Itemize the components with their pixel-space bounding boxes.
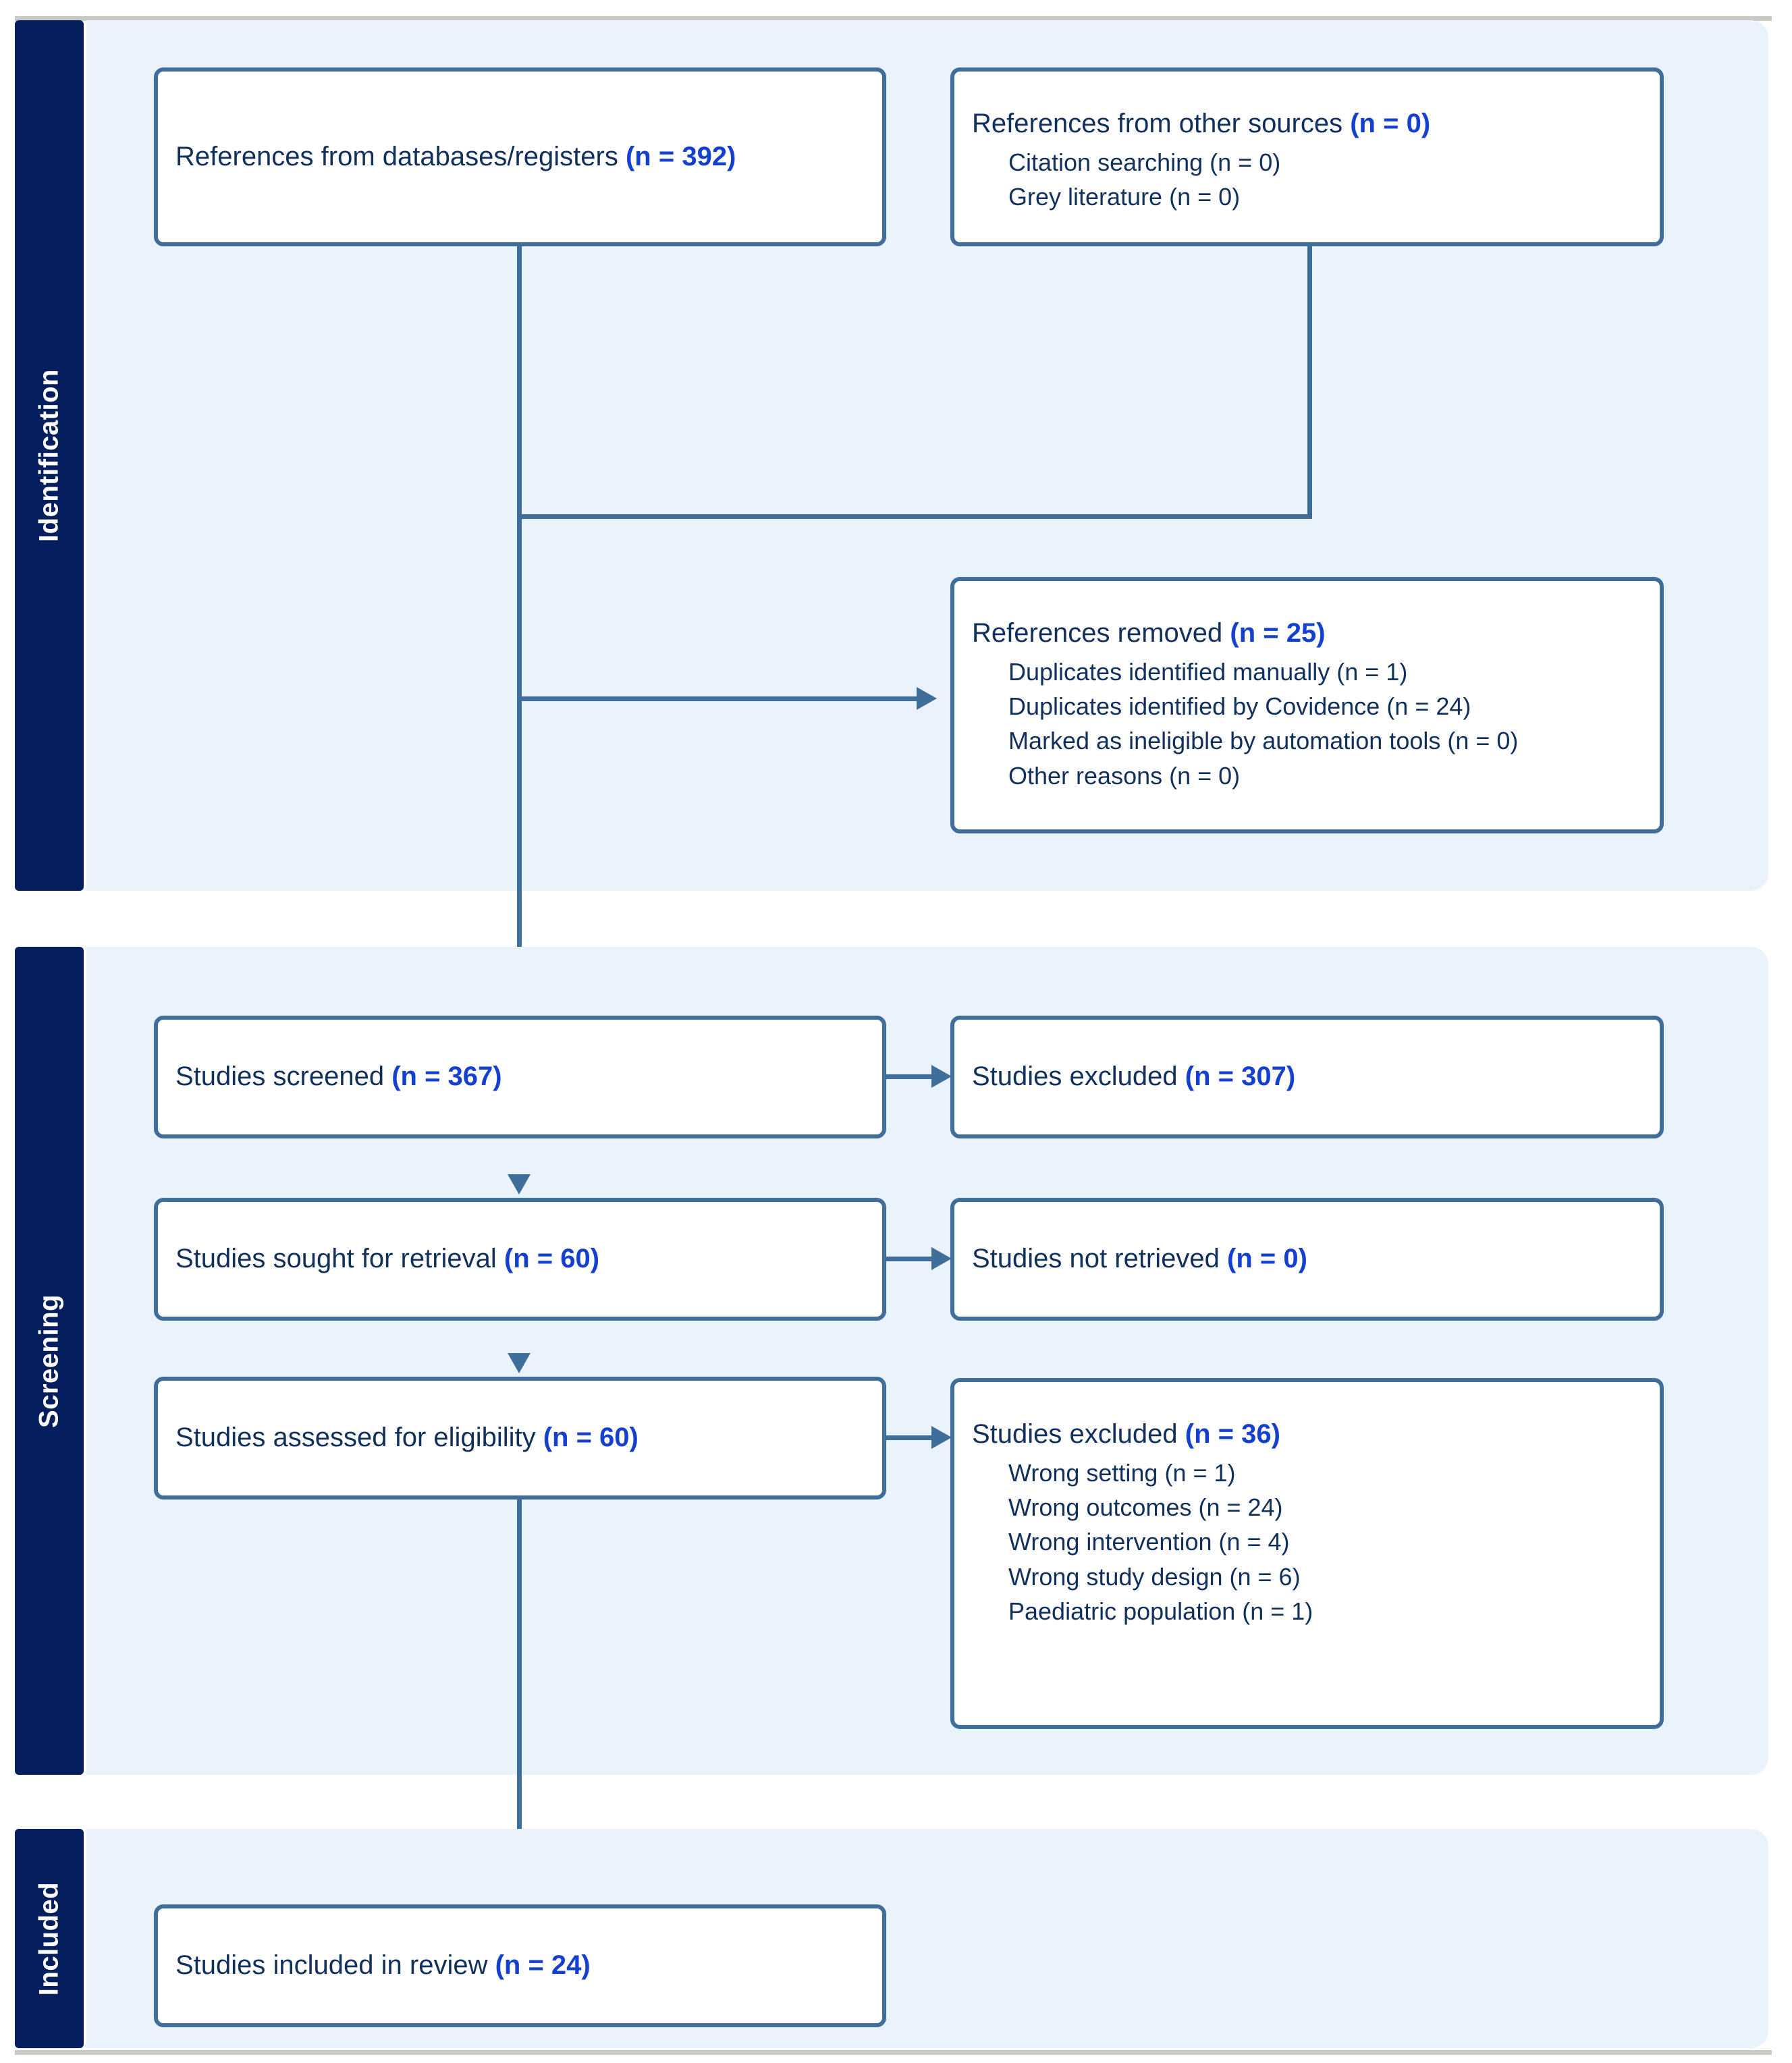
box-references-removed-label: References removed bbox=[972, 618, 1230, 648]
arrow-screened-to-sought bbox=[508, 1174, 531, 1194]
box-studies-sought-count: (n = 60) bbox=[504, 1244, 600, 1274]
arrow-assessed-to-excluded bbox=[931, 1426, 952, 1449]
connector-assessed-to-excluded bbox=[886, 1435, 933, 1440]
box-studies-excluded-screening: Studies excluded (n = 307) bbox=[950, 1016, 1664, 1138]
connector-merge-horizontal bbox=[517, 514, 1312, 519]
box-studies-screened-label: Studies screened bbox=[175, 1062, 392, 1092]
connector-sought-to-not-retrieved bbox=[886, 1257, 933, 1261]
box-studies-excluded-eligibility: Studies excluded (n = 36) Wrong setting … bbox=[950, 1378, 1664, 1729]
box-studies-assessed: Studies assessed for eligibility (n = 60… bbox=[154, 1377, 886, 1500]
box-studies-excluded-eligibility-list: Wrong setting (n = 1) Wrong outcomes (n … bbox=[972, 1456, 1642, 1628]
list-item: Marked as ineligible by automation tools… bbox=[1008, 727, 1519, 755]
box-references-removed-count: (n = 25) bbox=[1230, 618, 1326, 648]
stage-label-identification-text: Identification bbox=[34, 369, 64, 542]
box-studies-assessed-count: (n = 60) bbox=[543, 1423, 639, 1453]
box-studies-screened-title: Studies screened (n = 367) bbox=[175, 1060, 865, 1094]
list-item: Wrong setting (n = 1) bbox=[1008, 1459, 1236, 1487]
box-references-removed-list: Duplicates identified manually (n = 1) D… bbox=[972, 655, 1642, 792]
box-studies-excluded-eligibility-label: Studies excluded bbox=[972, 1419, 1185, 1449]
list-item: Citation searching (n = 0) bbox=[1008, 148, 1281, 177]
box-references-removed-title: References removed (n = 25) bbox=[972, 616, 1642, 651]
box-studies-screened-count: (n = 367) bbox=[391, 1062, 502, 1092]
box-studies-excluded-eligibility-count: (n = 36) bbox=[1185, 1419, 1280, 1449]
list-item: Wrong study design (n = 6) bbox=[1008, 1562, 1301, 1591]
box-references-other-sources-list: Citation searching (n = 0) Grey literatu… bbox=[972, 145, 1642, 214]
box-studies-excluded-eligibility-title: Studies excluded (n = 36) bbox=[972, 1417, 1642, 1452]
box-studies-included: Studies included in review (n = 24) bbox=[154, 1904, 886, 2027]
top-divider-rule bbox=[15, 16, 1772, 21]
connector-other-sources-down bbox=[1307, 246, 1312, 516]
list-item: Paediatric population (n = 1) bbox=[1008, 1597, 1313, 1625]
list-item: Duplicates identified manually (n = 1) bbox=[1008, 658, 1408, 686]
box-studies-excluded-screening-title: Studies excluded (n = 307) bbox=[972, 1060, 1642, 1094]
connector-assessed-to-included bbox=[517, 1500, 522, 1904]
box-studies-sought-title: Studies sought for retrieval (n = 60) bbox=[175, 1242, 865, 1276]
box-studies-not-retrieved-title: Studies not retrieved (n = 0) bbox=[972, 1242, 1642, 1276]
stage-label-screening: Screening bbox=[15, 947, 84, 1775]
box-references-databases-label: References from databases/registers bbox=[175, 141, 626, 171]
box-references-databases-count: (n = 392) bbox=[625, 141, 736, 171]
box-references-other-sources: References from other sources (n = 0) Ci… bbox=[950, 67, 1664, 246]
box-references-other-sources-title: References from other sources (n = 0) bbox=[972, 107, 1642, 141]
box-studies-included-label: Studies included in review bbox=[175, 1950, 495, 1981]
box-studies-not-retrieved: Studies not retrieved (n = 0) bbox=[950, 1198, 1664, 1321]
box-studies-included-title: Studies included in review (n = 24) bbox=[175, 1948, 865, 1983]
connector-identification-down bbox=[517, 246, 522, 1026]
box-studies-sought: Studies sought for retrieval (n = 60) bbox=[154, 1198, 886, 1321]
list-item: Grey literature (n = 0) bbox=[1008, 183, 1241, 211]
box-references-other-sources-label: References from other sources bbox=[972, 109, 1351, 138]
stage-label-identification: Identification bbox=[15, 20, 84, 891]
box-studies-not-retrieved-label: Studies not retrieved bbox=[972, 1244, 1227, 1274]
box-references-other-sources-count: (n = 0) bbox=[1350, 109, 1431, 138]
box-studies-not-retrieved-count: (n = 0) bbox=[1227, 1244, 1307, 1274]
arrow-screened-to-excluded bbox=[931, 1065, 952, 1088]
list-item: Wrong outcomes (n = 24) bbox=[1008, 1493, 1283, 1522]
box-references-databases: References from databases/registers (n =… bbox=[154, 67, 886, 246]
box-studies-sought-label: Studies sought for retrieval bbox=[175, 1244, 504, 1274]
connector-to-references-removed bbox=[517, 696, 917, 701]
stage-label-included-text: Included bbox=[34, 1881, 64, 1996]
bottom-divider-rule bbox=[15, 2050, 1772, 2055]
connector-screened-to-excluded bbox=[886, 1074, 933, 1079]
box-studies-excluded-screening-count: (n = 307) bbox=[1185, 1062, 1296, 1092]
box-studies-included-count: (n = 24) bbox=[495, 1950, 591, 1981]
stage-label-included: Included bbox=[15, 1829, 84, 2048]
box-studies-assessed-title: Studies assessed for eligibility (n = 60… bbox=[175, 1421, 865, 1455]
stage-label-screening-text: Screening bbox=[34, 1294, 64, 1428]
list-item: Duplicates identified by Covidence (n = … bbox=[1008, 692, 1471, 721]
box-studies-assessed-label: Studies assessed for eligibility bbox=[175, 1423, 543, 1453]
list-item: Wrong intervention (n = 4) bbox=[1008, 1528, 1290, 1556]
box-studies-excluded-screening-label: Studies excluded bbox=[972, 1062, 1185, 1092]
box-references-databases-title: References from databases/registers (n =… bbox=[175, 140, 865, 174]
box-references-removed: References removed (n = 25) Duplicates i… bbox=[950, 577, 1664, 833]
arrow-sought-to-assessed bbox=[508, 1353, 531, 1373]
arrow-to-references-removed bbox=[917, 687, 937, 710]
box-studies-screened: Studies screened (n = 367) bbox=[154, 1016, 886, 1138]
arrow-sought-to-not-retrieved bbox=[931, 1247, 952, 1270]
list-item: Other reasons (n = 0) bbox=[1008, 761, 1241, 790]
